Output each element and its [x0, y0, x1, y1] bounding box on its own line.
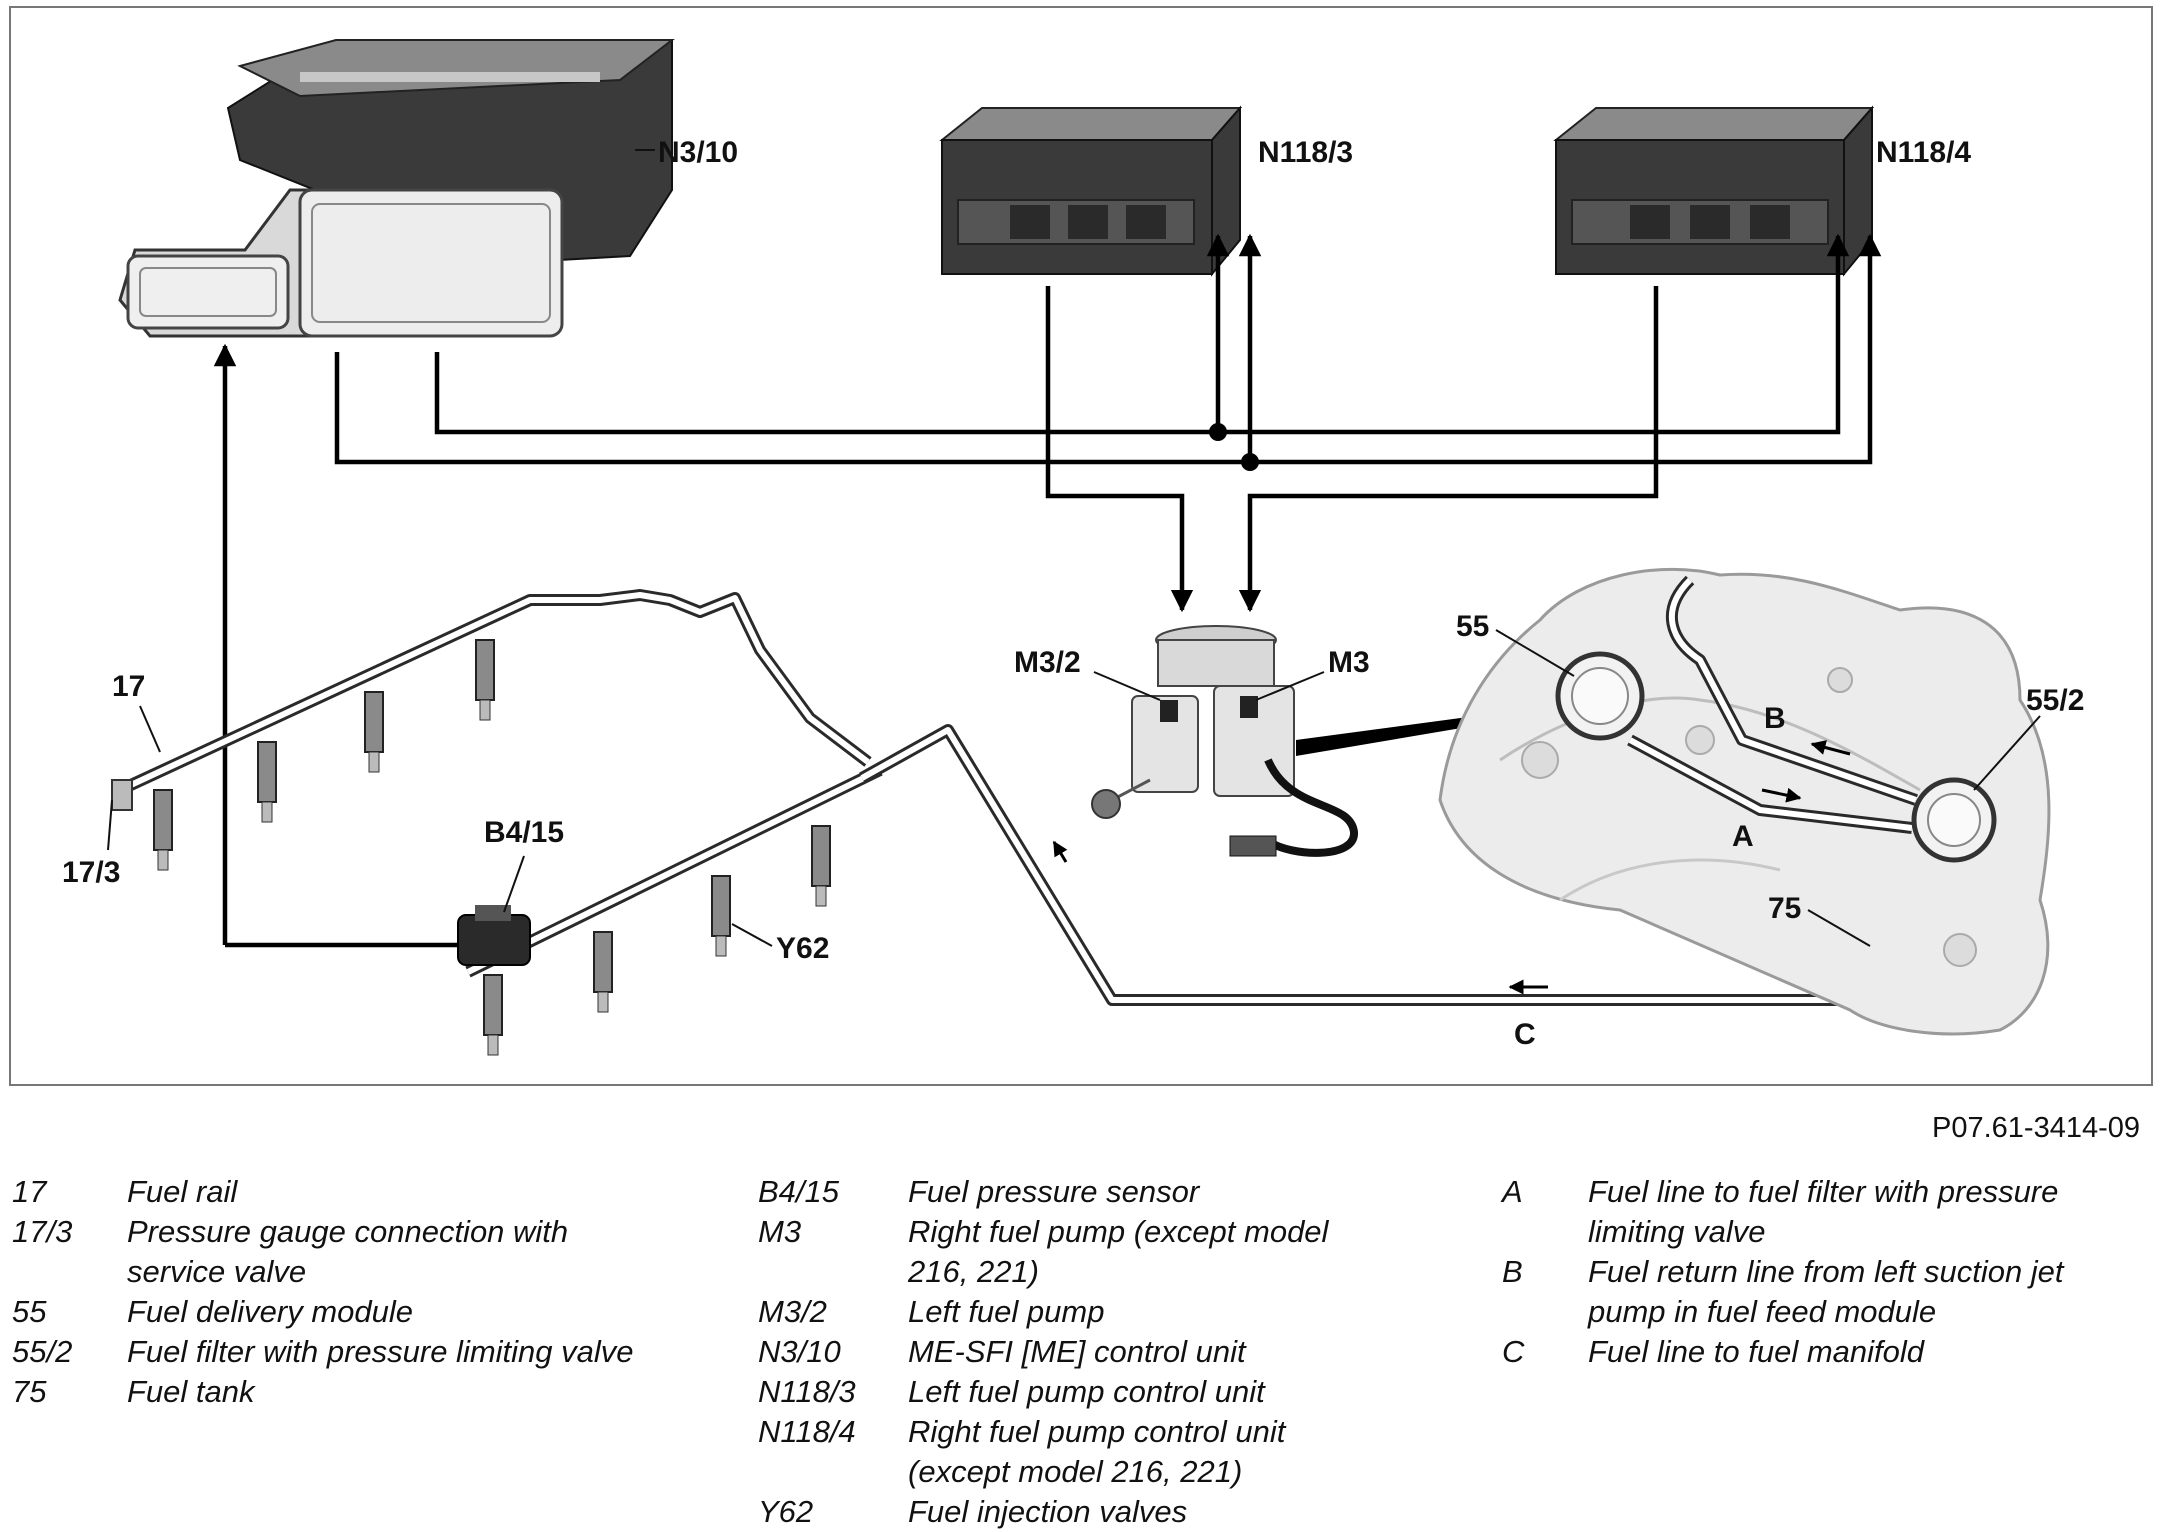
legend-code: M3 [758, 1214, 802, 1249]
legend-desc: Fuel delivery module [127, 1294, 414, 1329]
legend-column-1: 17 Fuel rail 17/3 Pressure gauge connectio… [12, 1172, 652, 1412]
legend-code: C [1502, 1334, 1525, 1369]
fuel-system-diagram: N3/10 N118/3 N118/4 [9, 6, 2153, 1086]
legend-code: Y62 [758, 1494, 814, 1529]
label-b4-15: B4/15 [484, 816, 564, 849]
legend-code: B4/15 [758, 1174, 840, 1209]
injector [257, 741, 277, 823]
injector [153, 789, 173, 871]
fuel-pressure-sensor [457, 905, 531, 966]
label-n118-4: N118/4 [1876, 136, 1971, 169]
legend-item: 17/3 Pressure gauge connection with servi… [12, 1212, 652, 1292]
label-55: 55 [1456, 610, 1489, 643]
leader-75 [1807, 909, 1871, 947]
label-m3: M3 [1328, 646, 1370, 679]
legend-desc: ME-SFI [ME] control unit [908, 1334, 1246, 1369]
me-sfi-control-unit [118, 39, 675, 338]
label-75: 75 [1768, 892, 1801, 925]
pressure-gauge-connection [111, 779, 133, 811]
legend-item: A Fuel line to fuel filter with pressure … [1502, 1172, 2122, 1252]
legend-desc: Pressure gauge connection with service v… [127, 1214, 569, 1289]
legend-desc: Fuel rail [127, 1174, 238, 1209]
legend-desc: Right fuel pump (except model 216, 221) [908, 1214, 1329, 1289]
legend-item: C Fuel line to fuel manifold [1502, 1332, 2122, 1372]
label-n3-10: N3/10 [658, 136, 738, 169]
legend-code: 17 [12, 1174, 47, 1209]
injector [593, 931, 613, 1013]
legend-code: N118/3 [758, 1374, 856, 1409]
legend-item: 55/2 Fuel filter with pressure limiting v… [12, 1332, 652, 1372]
legend-code: 55 [12, 1294, 47, 1329]
right-fuel-pump-control-unit [1553, 105, 1875, 277]
legend-code: N3/10 [758, 1334, 841, 1369]
legend-desc: Fuel filter with pressure limiting valve [127, 1334, 634, 1369]
leader-y62 [731, 923, 773, 947]
legend-code: A [1502, 1174, 1523, 1209]
injector [483, 974, 503, 1056]
leader-55 [1495, 629, 1575, 677]
legend-item: Y62 Fuel injection valves [758, 1492, 1358, 1532]
figure-reference-code: P07.61-3414-09 [1932, 1112, 2140, 1144]
legend-code: M3/2 [758, 1294, 827, 1329]
legend-code: 75 [12, 1374, 47, 1409]
leader-b4-15 [503, 855, 525, 913]
leader-17-3 [107, 799, 113, 851]
legend-desc: Fuel pressure sensor [908, 1174, 1200, 1209]
leader-55-2 [1973, 715, 2041, 791]
legend-item: B4/15 Fuel pressure sensor [758, 1172, 1358, 1212]
fuel-pump-module [1091, 625, 1358, 857]
fuel-line-b [1666, 575, 1918, 806]
legend-item: N118/3 Left fuel pump control unit [758, 1372, 1358, 1412]
injector [711, 875, 731, 957]
legend-item: B Fuel return line from left suction jet … [1502, 1252, 2122, 1332]
legend-item: 55 Fuel delivery module [12, 1292, 652, 1332]
fuel-line-a [1627, 734, 1913, 834]
label-55-2: 55/2 [2026, 684, 2084, 717]
legend-code: 17/3 [12, 1214, 73, 1249]
fuel-filter [1911, 777, 1997, 863]
legend-desc: Fuel tank [127, 1374, 255, 1409]
label-m3-2: M3/2 [1014, 646, 1081, 679]
legend-item: N118/4 Right fuel pump control unit (exce… [758, 1412, 1358, 1492]
legend-desc: Fuel line to fuel manifold [1588, 1334, 1925, 1369]
leader-m3-2 [1093, 671, 1161, 701]
leader-17 [139, 705, 161, 753]
legend-code: B [1502, 1254, 1523, 1289]
label-a: A [1732, 820, 1754, 853]
legend-desc: Fuel line to fuel filter with pressure l… [1588, 1174, 2059, 1249]
legend-desc: Fuel injection valves [908, 1494, 1188, 1529]
legend-desc: Right fuel pump control unit (except mod… [908, 1414, 1286, 1489]
legend-item: M3/2 Left fuel pump [758, 1292, 1358, 1332]
injector [475, 639, 495, 721]
legend-column-3: A Fuel line to fuel filter with pressure … [1502, 1172, 2122, 1372]
injector [364, 691, 384, 773]
label-17-3: 17/3 [62, 856, 120, 889]
legend-code: 55/2 [12, 1334, 73, 1369]
injector [811, 825, 831, 907]
label-n118-3: N118/3 [1258, 136, 1353, 169]
legend-item: N3/10 ME-SFI [ME] control unit [758, 1332, 1358, 1372]
legend-code: N118/4 [758, 1414, 856, 1449]
label-y62: Y62 [776, 932, 829, 965]
leader-m3 [1255, 671, 1325, 701]
legend-desc: Fuel return line from left suction jet p… [1588, 1254, 2064, 1329]
fuel-delivery-module [1555, 651, 1645, 741]
legend-item: M3 Right fuel pump (except model 216, 221… [758, 1212, 1358, 1292]
label-17: 17 [112, 670, 145, 703]
signal-wiring [213, 233, 1882, 948]
legend-item: 75 Fuel tank [12, 1372, 652, 1412]
fuel-injection-valves [153, 639, 831, 1056]
left-fuel-pump-control-unit [939, 105, 1243, 277]
fuel-rail [117, 589, 883, 978]
label-b: B [1764, 702, 1786, 735]
legend-desc: Left fuel pump [908, 1294, 1105, 1329]
legend-desc: Left fuel pump control unit [908, 1374, 1265, 1409]
legend-item: 17 Fuel rail [12, 1172, 652, 1212]
label-c: C [1514, 1018, 1536, 1051]
diagram-frame [9, 6, 2153, 1086]
